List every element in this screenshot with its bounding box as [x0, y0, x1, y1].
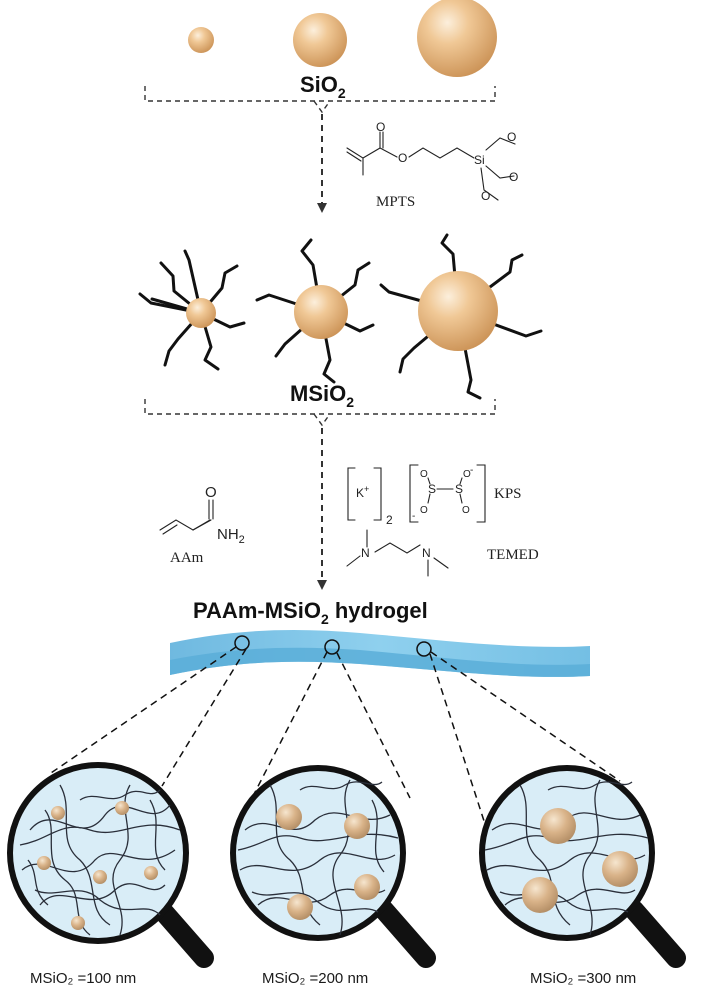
magnifier-handle-3: [624, 900, 686, 968]
hydrogel-slab: [170, 630, 590, 677]
temed-n1: N: [361, 546, 370, 560]
hydrogel-title: PAAm-MSiO2 hydrogel: [193, 598, 428, 627]
svg-text:S: S: [428, 482, 436, 496]
zoom-point-2: [324, 639, 340, 655]
silica-particles: [188, 0, 497, 77]
svg-text:O: O: [462, 505, 470, 516]
msio2-small-particle: [138, 249, 246, 371]
kps-structure: K+ 2 S S O O O O - -: [347, 464, 486, 527]
zoom-point-3: [416, 641, 432, 657]
magnifier-300nm: [479, 765, 686, 968]
svg-text:S: S: [455, 482, 463, 496]
mpts-label: MPTS: [376, 194, 415, 210]
aam-label: AAm: [170, 550, 204, 566]
aam-structure: O NH2: [159, 484, 245, 546]
msio2-bracket: [144, 399, 496, 415]
svg-text:O: O: [463, 469, 471, 480]
temed-label: TEMED: [487, 547, 539, 563]
mpts-o-1: O: [507, 130, 516, 144]
magnifier-100nm: [7, 762, 214, 968]
mpts-o-3: O: [481, 189, 490, 203]
aam-nh2: NH2: [217, 526, 245, 546]
mpts-o-2: O: [509, 170, 518, 184]
msio2-medium-particle: [255, 238, 375, 384]
bracket-notch-1: [313, 100, 331, 114]
zoom-lines: [47, 646, 621, 825]
kps-k-ion: K+: [356, 484, 369, 500]
mpts-si: Si: [474, 153, 485, 167]
caption-200nm: MSiO₂ =200 nm: [262, 970, 368, 987]
kps-label: KPS: [494, 486, 522, 502]
silica-small: [188, 27, 214, 53]
magnifier-handle-2: [374, 900, 436, 968]
bracket-notch-2: [313, 413, 331, 427]
kps-count: 2: [386, 513, 393, 527]
svg-text:-: -: [412, 511, 415, 522]
mpts-o-ester: O: [398, 151, 407, 165]
msio2-large-particle: [379, 233, 543, 400]
zoom-point-1: [234, 635, 250, 651]
silica-large: [417, 0, 497, 77]
svg-text:-: -: [470, 465, 473, 476]
silica-bracket: [144, 86, 496, 102]
caption-300nm: MSiO₂ =300 nm: [530, 970, 636, 987]
silica-medium: [293, 13, 347, 67]
magnifier-200nm: [230, 765, 436, 968]
mpts-structure: O O Si O O O: [346, 120, 518, 203]
temed-structure: N N: [346, 529, 449, 577]
magnifier-handle-1: [152, 900, 214, 968]
mpts-o-carbonyl: O: [376, 120, 385, 134]
silica-label: SiO2: [300, 72, 346, 101]
msio2-label: MSiO2: [290, 381, 354, 410]
temed-n2: N: [422, 546, 431, 560]
aam-o: O: [205, 484, 217, 501]
svg-text:O: O: [420, 505, 428, 516]
svg-text:O: O: [420, 469, 428, 480]
caption-100nm: MSiO₂ =100 nm: [30, 970, 136, 987]
